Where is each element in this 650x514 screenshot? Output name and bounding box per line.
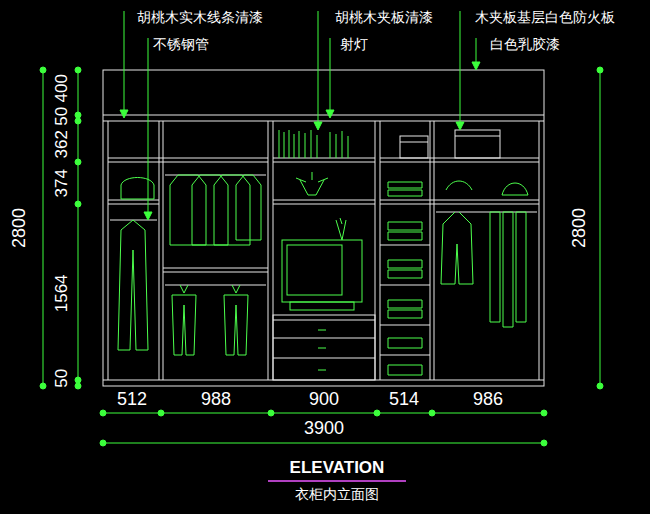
dimension: 1564 xyxy=(53,274,72,312)
callout-text: 白色乳胶漆 xyxy=(490,37,560,52)
callout-text: 射灯 xyxy=(340,37,368,52)
dimension: 400 xyxy=(53,74,72,102)
callout-text: 木夹板基层白色防火板 xyxy=(475,10,615,25)
callout-text: 不锈钢管 xyxy=(153,37,209,52)
callout-text: 胡桃木实木线条清漆 xyxy=(137,10,263,25)
callout-text: 胡桃木夹板清漆 xyxy=(335,10,433,25)
dimension: 2800 xyxy=(10,208,30,248)
dimension: 988 xyxy=(201,390,231,410)
dimension: 50 xyxy=(53,107,72,126)
dimension: 900 xyxy=(309,390,339,410)
dimension: 374 xyxy=(53,169,72,197)
drawing-caption: 衣柜内立面图 xyxy=(295,487,379,502)
dimension: 2800 xyxy=(570,208,590,248)
dimension: 512 xyxy=(117,390,147,410)
dimension: 50 xyxy=(53,369,72,388)
dimension: 362 xyxy=(53,130,72,158)
drawing-title: ELEVATION xyxy=(290,459,385,478)
dimension: 986 xyxy=(473,390,503,410)
dimension: 514 xyxy=(389,390,419,410)
dimension: 3900 xyxy=(304,419,344,439)
